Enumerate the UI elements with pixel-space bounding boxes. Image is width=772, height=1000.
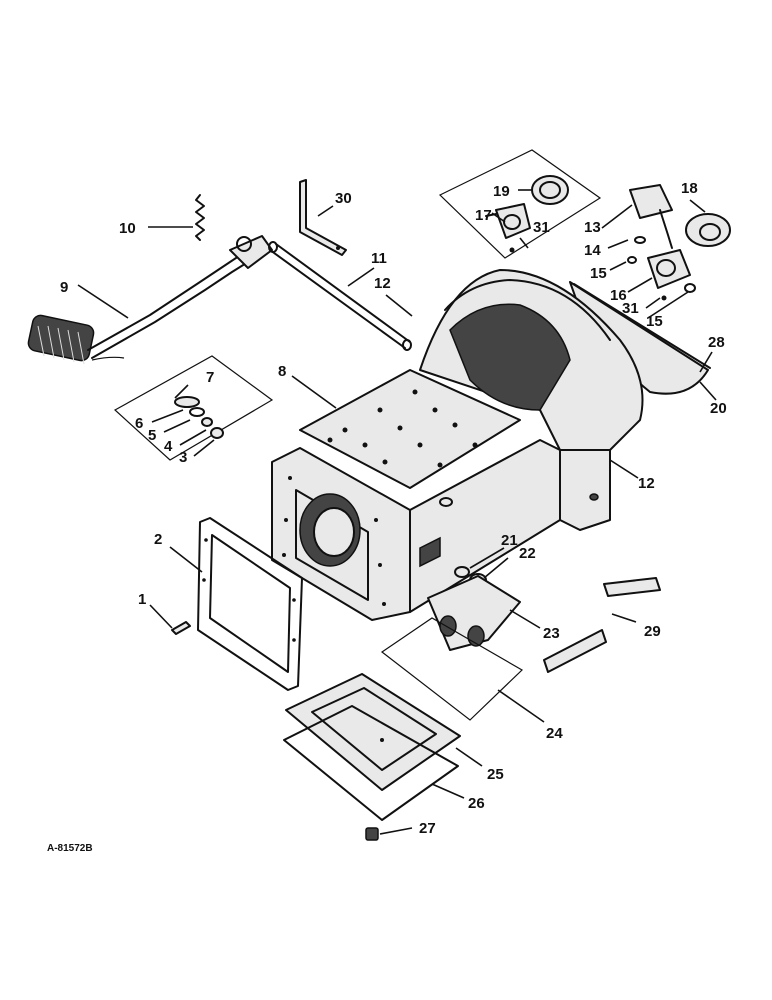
label-11: 11 [371,250,387,267]
inset-box-small-parts [113,355,274,461]
label-4: 4 [164,438,173,455]
label-3: 3 [179,449,187,466]
inset-box-release-bearing [438,149,602,259]
bottom-gasket [380,617,523,721]
bracket [299,179,347,256]
label-28: 28 [708,334,725,351]
label-2: 2 [154,531,162,548]
label-22: 22 [519,545,536,562]
label-12-top: 12 [374,275,391,292]
pto-housing [427,575,521,651]
label-14: 14 [584,242,601,259]
clutch-housing [271,269,644,621]
label-25: 25 [487,766,504,783]
return-spring [195,194,205,241]
label-15-lower: 15 [646,313,663,330]
figure-reference-code: A-81572B [47,843,93,854]
label-29: 29 [644,623,661,640]
label-16: 16 [610,287,627,304]
leader-lines [77,189,717,835]
label-6: 6 [135,415,143,432]
label-1: 1 [138,591,146,608]
label-31-inset: 31 [533,219,550,236]
label-24: 24 [546,725,563,742]
label-27: 27 [419,820,436,837]
label-26: 26 [468,795,485,812]
pins [543,577,661,673]
drain-plug [365,827,379,841]
label-18: 18 [681,180,698,197]
label-9: 9 [60,279,68,296]
clutch-shaft [268,241,412,351]
label-7: 7 [206,369,214,386]
label-30: 30 [335,190,352,207]
release-fork-assembly [627,184,731,301]
label-19: 19 [493,183,510,200]
label-15-upper: 15 [590,265,607,282]
dowel-pin [171,621,191,635]
label-23: 23 [543,625,560,642]
label-21: 21 [501,532,518,549]
cover-gasket [283,705,459,821]
label-10: 10 [119,220,136,237]
label-8: 8 [278,363,286,380]
label-17: 17 [475,207,492,224]
label-12-right: 12 [638,475,655,492]
label-5: 5 [148,427,156,444]
front-gasket [197,517,303,691]
bottom-cover [285,673,461,791]
label-31-lower: 31 [622,300,639,317]
clutch-pedal [27,235,273,365]
label-13: 13 [584,219,601,236]
label-20: 20 [710,400,727,417]
